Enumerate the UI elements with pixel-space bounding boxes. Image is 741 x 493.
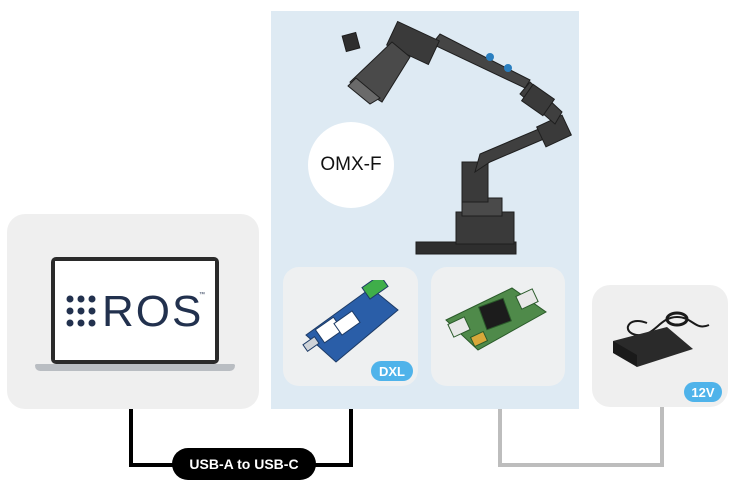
omx-f-label-circle: OMX-F	[308, 122, 394, 208]
power-board-image	[445, 287, 547, 351]
usb-cable-label: USB-A to USB-C	[172, 448, 316, 480]
controller-board-image	[302, 280, 399, 363]
robot-label: OMX-F	[320, 154, 382, 175]
power-supply-badge: 12V	[684, 382, 722, 402]
laptop-base	[35, 364, 235, 371]
controller-badge: DXL	[371, 361, 413, 381]
robot-arm-image	[341, 20, 573, 255]
ros-logo-tm: ™	[199, 292, 205, 298]
power-cable-line	[498, 396, 664, 467]
power-adapter-image	[613, 311, 710, 367]
ros-logo-text: ROS	[102, 287, 204, 336]
ros-dots-icon	[66, 295, 96, 327]
